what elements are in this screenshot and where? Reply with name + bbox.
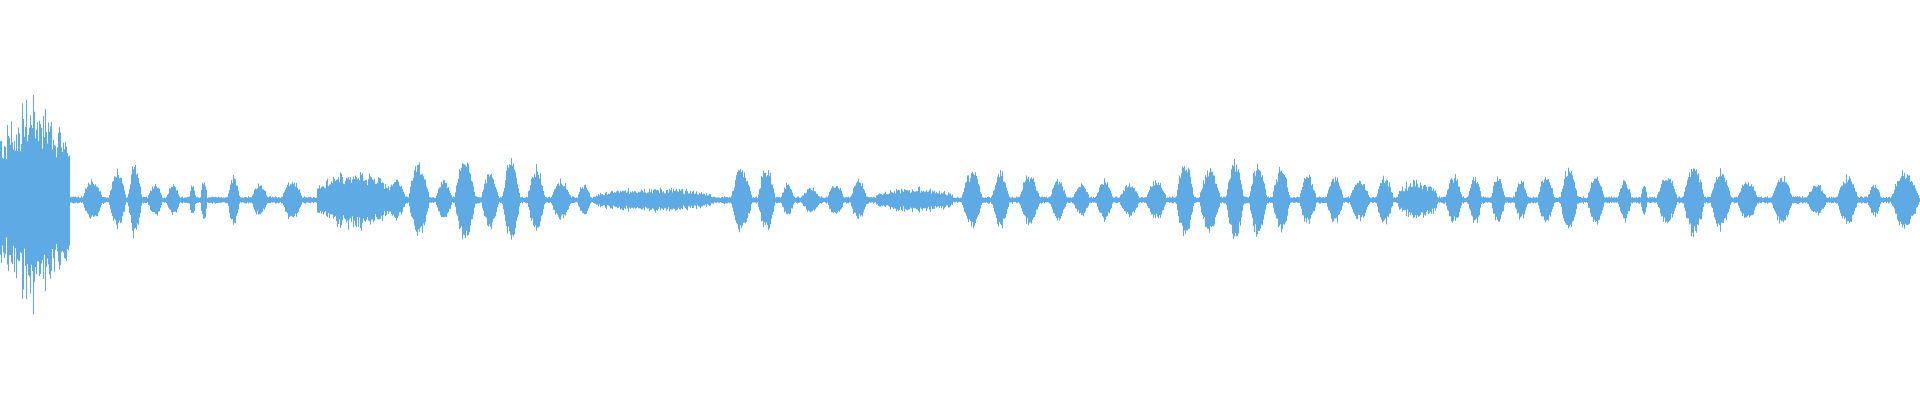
waveform-bars — [0, 95, 1920, 315]
